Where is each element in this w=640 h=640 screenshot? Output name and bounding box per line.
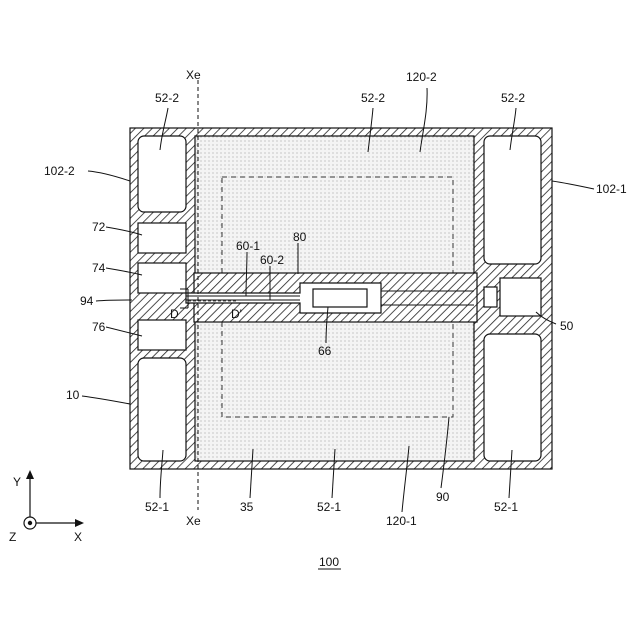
cavity-52-2-left — [138, 136, 186, 212]
label-d-prime: D' — [231, 307, 242, 321]
leader-94 — [96, 300, 132, 301]
label-52-1-b: 52-1 — [317, 500, 341, 514]
label-52-2-mid: 52-2 — [361, 91, 385, 105]
label-60-2: 60-2 — [260, 253, 284, 267]
label-102-1: 102-1 — [596, 182, 627, 196]
label-10: 10 — [66, 388, 80, 402]
label-76: 76 — [92, 320, 106, 334]
label-120-1: 120-1 — [386, 514, 417, 528]
label-94: 94 — [80, 294, 94, 308]
chamber-66 — [313, 289, 367, 307]
cavity-52-1-right — [484, 334, 541, 461]
cavity-76 — [138, 320, 186, 350]
label-102-2: 102-2 — [44, 164, 75, 178]
cavity-50-small — [484, 287, 497, 307]
cavity-52-1-left — [138, 358, 186, 461]
label-xe-top: Xe — [186, 68, 201, 82]
cavity-52-2-right — [484, 136, 541, 264]
label-80: 80 — [293, 230, 307, 244]
leader-102-1 — [552, 181, 594, 189]
label-52-2-left: 52-2 — [155, 91, 179, 105]
y-arrowhead — [26, 470, 34, 479]
label-120-2: 120-2 — [406, 70, 437, 84]
axis-label-y: Y — [13, 475, 21, 489]
label-72: 72 — [92, 220, 106, 234]
label-74: 74 — [92, 261, 106, 275]
label-66: 66 — [318, 344, 332, 358]
leader-102-2 — [88, 171, 130, 181]
label-xe-bottom: Xe — [186, 514, 201, 528]
figure-number: 100 — [319, 555, 339, 569]
coordinate-axes: Y Z X — [9, 470, 84, 544]
label-52-1-c: 52-1 — [494, 500, 518, 514]
label-60-1: 60-1 — [236, 239, 260, 253]
axis-label-x: X — [74, 530, 82, 544]
cavity-50 — [500, 278, 541, 316]
cavity-74 — [138, 263, 186, 293]
label-90: 90 — [436, 490, 450, 504]
label-d: D — [170, 307, 179, 321]
cavity-72 — [138, 223, 186, 253]
label-52-1-a: 52-1 — [145, 500, 169, 514]
label-52-2-right: 52-2 — [501, 91, 525, 105]
leader-10 — [82, 396, 130, 404]
z-axis-dot — [28, 521, 32, 525]
label-35: 35 — [240, 500, 254, 514]
label-50: 50 — [560, 319, 574, 333]
axis-label-z: Z — [9, 530, 16, 544]
x-arrowhead — [75, 519, 84, 527]
